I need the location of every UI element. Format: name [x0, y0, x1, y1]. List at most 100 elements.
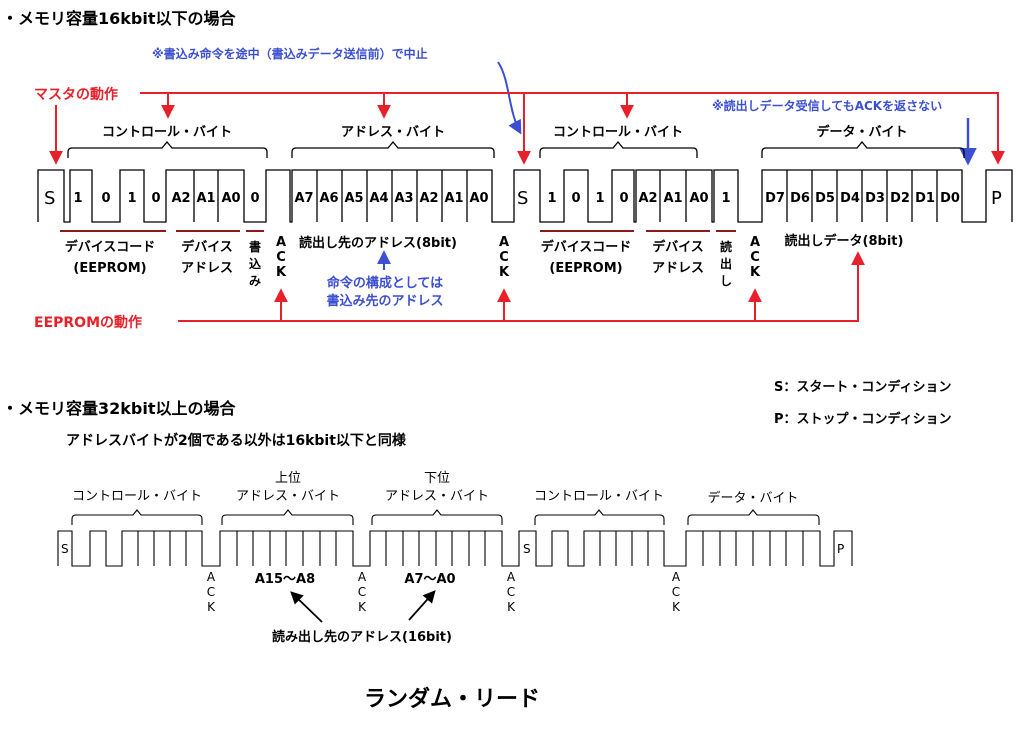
bit-label: D1 — [915, 191, 935, 206]
bit-label: 1 — [73, 191, 82, 206]
start-s-4: S — [523, 542, 531, 556]
waveform-1 — [37, 169, 1013, 223]
read-label-1: 読 — [720, 239, 732, 254]
address-label-1: アドレス — [181, 261, 233, 276]
ack-letter: A — [499, 235, 509, 250]
device-label-1: デバイス — [181, 239, 233, 255]
bit-label: D3 — [865, 191, 885, 206]
device-label-2: デバイス — [652, 239, 704, 255]
start-s-2: S — [517, 188, 528, 209]
note-abort: ※書込み命令を途中（書込みデータ送信前）で中止 — [152, 46, 428, 61]
bit-label: 1 — [547, 191, 556, 206]
read-label-3: し — [720, 274, 732, 288]
bit-label: A7 — [294, 191, 313, 206]
bit-label: A3 — [394, 191, 413, 206]
section2-subheading: アドレスバイトが2個である以外は16kbit以下と同様 — [66, 432, 407, 449]
ack-letter: A — [750, 235, 760, 250]
master-arrows — [49, 92, 1005, 165]
addr-byte-label-1: アドレス・バイト — [341, 125, 445, 140]
eeprom-label-2: (EEPROM) — [549, 261, 622, 276]
bit-label: A0 — [221, 191, 240, 206]
bit-label: 0 — [571, 191, 580, 206]
start-s-3: S — [61, 542, 69, 556]
stop-p-2: P — [837, 542, 844, 556]
address-label-2: アドレス — [652, 261, 704, 276]
bit-label: D4 — [840, 191, 860, 206]
top-braces — [67, 140, 965, 158]
read-label-2: 出 — [720, 256, 732, 271]
device-code-label-1: デバイスコード — [65, 239, 156, 255]
read-addr-label: 読出し先のアドレス(8bit) — [299, 235, 457, 251]
ack-letter: K — [358, 600, 367, 614]
ack-letter: K — [276, 265, 287, 280]
bit-label: D0 — [940, 191, 960, 206]
bit-label: D5 — [815, 191, 835, 206]
legend-stop: P：ストップ・コンディション — [774, 411, 952, 427]
bit-label: A5 — [344, 191, 363, 206]
bit-label: A0 — [469, 191, 488, 206]
stop-p-1: P — [991, 188, 1002, 209]
read-addr16-label: 読み出し先のアドレス(16bit) — [272, 629, 452, 645]
bit-label: D2 — [890, 191, 910, 206]
upper-label-2: アドレス・バイト — [236, 489, 340, 504]
bit-label: A1 — [444, 191, 463, 206]
bit-label: D6 — [790, 191, 810, 206]
legend-start: S：スタート・コンディション — [774, 379, 951, 395]
bit-label: A1 — [663, 191, 682, 206]
ack-letter: C — [507, 585, 515, 599]
bit-label: 0 — [151, 191, 160, 206]
ack-letter: K — [499, 265, 510, 280]
write-label-1: 書 — [249, 239, 261, 254]
bit-label: 0 — [250, 191, 259, 206]
eeprom-operation-label: EEPROMの動作 — [34, 314, 142, 331]
ack-letter: C — [750, 250, 760, 265]
addr-hi-label: A15～A8 — [255, 572, 315, 587]
ack-letter: C — [207, 585, 215, 599]
ack-letter: A — [276, 235, 286, 250]
ack-letter: A — [672, 570, 681, 584]
waveform-2 — [57, 530, 853, 567]
cmd-label-2: 書込み先のアドレス — [326, 293, 443, 309]
bit-label: 1 — [127, 191, 136, 206]
bit-label: 1 — [595, 191, 604, 206]
bottom-braces — [71, 509, 820, 525]
note-abort-arrow — [497, 61, 522, 135]
ack-letter: K — [207, 600, 216, 614]
ack-letter: K — [507, 600, 516, 614]
ack-letter: C — [672, 585, 680, 599]
page-title: ランダム・リード — [364, 686, 540, 712]
addr-lo-label: A7～A0 — [404, 572, 455, 587]
bit-label: A2 — [419, 191, 438, 206]
bit-label: A0 — [689, 191, 708, 206]
bit-label: 0 — [101, 191, 110, 206]
bit-label: A2 — [638, 191, 657, 206]
ack-letter: C — [499, 250, 509, 265]
ack-letter: A — [207, 570, 216, 584]
data-byte-label-1: データ・バイト — [816, 124, 907, 140]
bit-label: 0 — [619, 191, 628, 206]
ack-letter: A — [358, 570, 367, 584]
bit-label: 1 — [721, 191, 730, 206]
write-label-2: 込 — [249, 256, 261, 271]
lower-label-1: 下位 — [424, 471, 450, 486]
ack-letter: K — [750, 265, 761, 280]
bit-label: A4 — [369, 191, 388, 206]
ctrl-byte-label-3: コントロール・バイト — [72, 489, 202, 504]
ctrl-byte-label-1: コントロール・バイト — [102, 125, 232, 140]
bit-label: A1 — [196, 191, 215, 206]
ctrl-byte-label-4: コントロール・バイト — [534, 489, 664, 504]
start-s-1: S — [44, 188, 55, 209]
write-label-3: み — [249, 274, 261, 288]
cmd-label-1: 命令の構成としては — [326, 275, 443, 291]
section1-heading: ・メモリ容量16kbit以下の場合 — [2, 9, 236, 28]
read-data-label: 読出しデータ(8bit) — [785, 233, 904, 249]
bit-label: D7 — [765, 191, 785, 206]
note-noack: ※読出しデータ受信してもACKを返さない — [712, 98, 942, 113]
lower-label-2: アドレス・バイト — [385, 489, 489, 504]
ack-letter: C — [358, 585, 366, 599]
eeprom-label-1: (EEPROM) — [73, 261, 146, 276]
